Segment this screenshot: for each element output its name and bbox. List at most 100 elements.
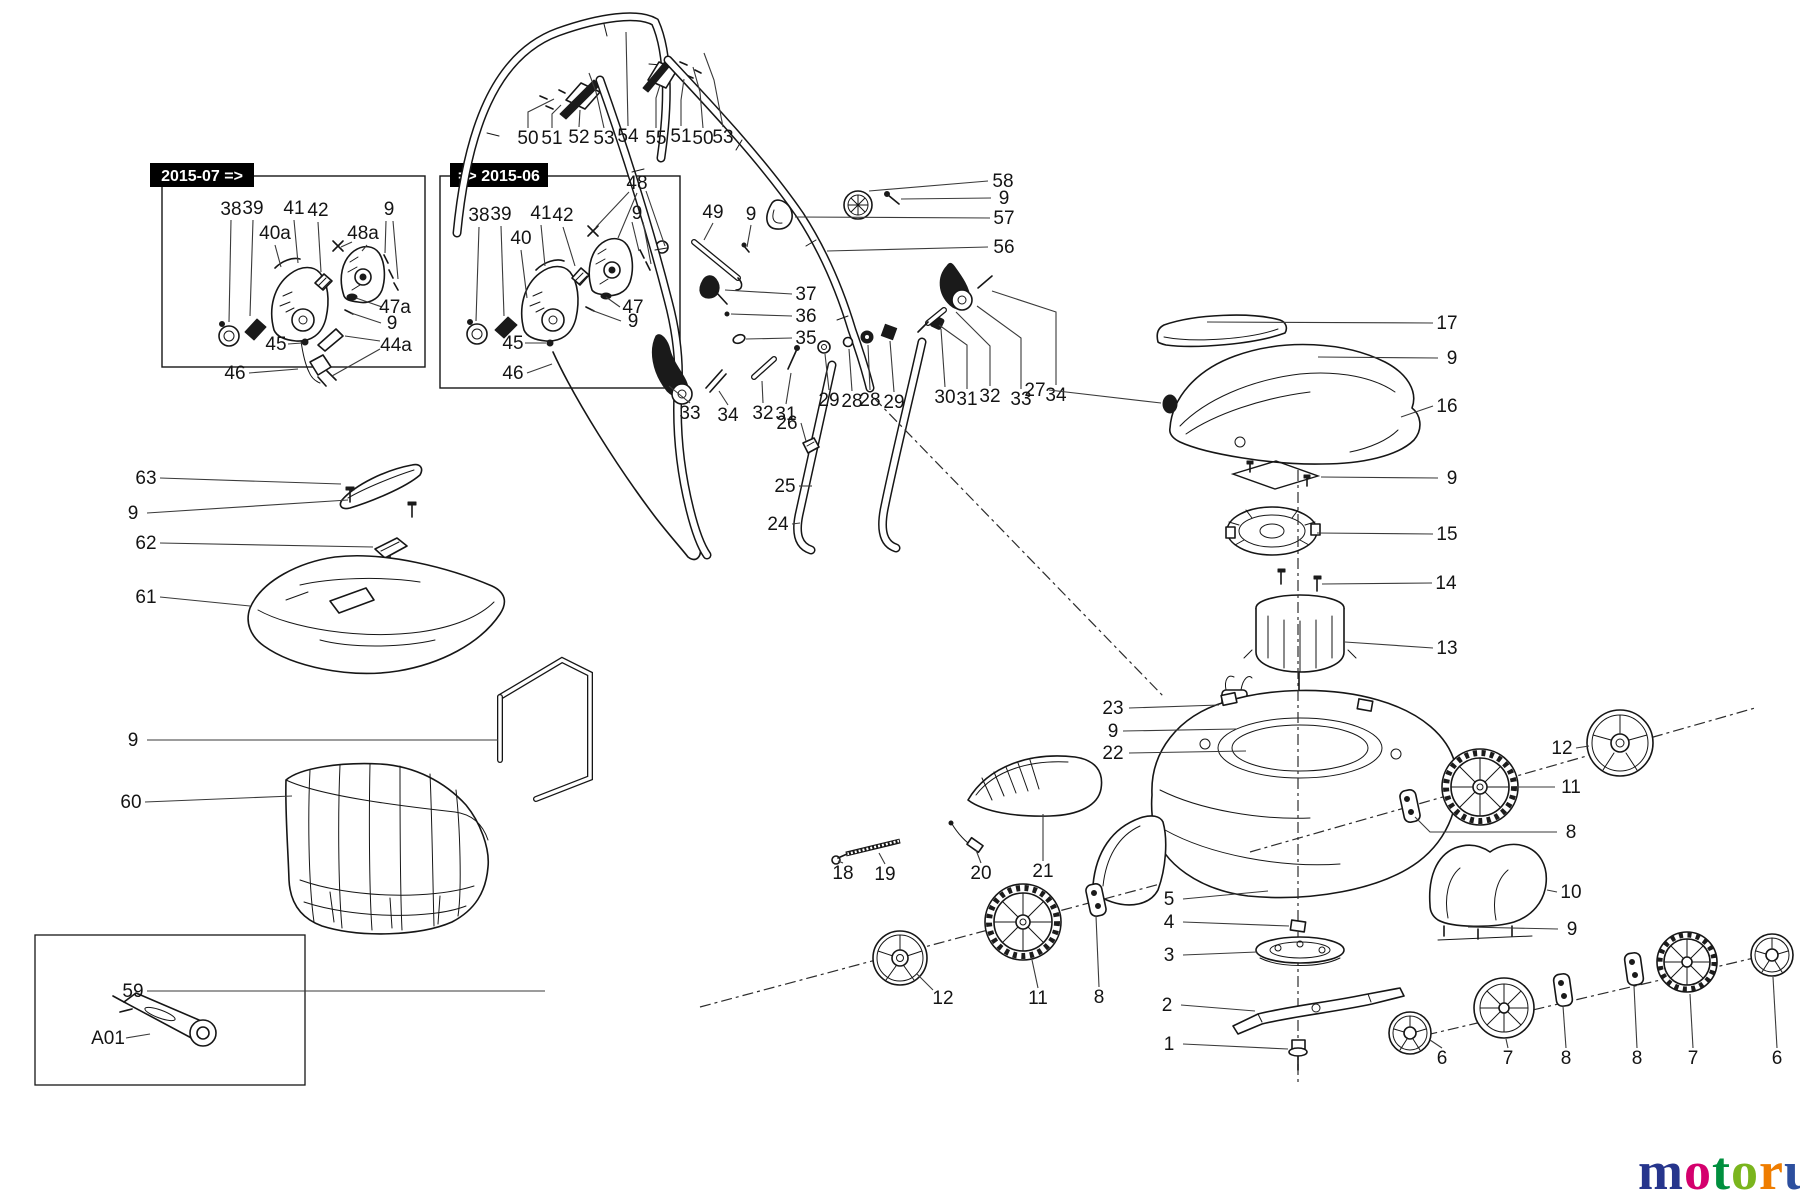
leader-line: [1344, 641, 1434, 649]
version-label-2015-07: 2015-07 =>: [161, 168, 243, 185]
part-number-label: 9: [999, 188, 1010, 209]
part-number-label: 41: [530, 203, 551, 224]
part-number-label: 40a: [259, 223, 291, 244]
watermark-letter: m: [1638, 1141, 1684, 1200]
leader-line: [1546, 889, 1558, 893]
leader-line: [159, 542, 374, 548]
part-number-label: 14: [1435, 573, 1457, 594]
leader-line: [144, 795, 293, 803]
leader-line: [1180, 1004, 1256, 1012]
part-number-label: A01: [91, 1028, 125, 1049]
part-number-label: 24: [767, 514, 789, 535]
catcher-top-drawing: [247, 554, 506, 675]
version-box-2015-06: => 2015-06: [439, 163, 681, 389]
part-number-label: 10: [1560, 882, 1581, 903]
part-number-label: 18: [832, 863, 853, 884]
wheel-hubcap-front-left-drawing: [872, 930, 928, 986]
leader-line: [761, 380, 764, 404]
leader-line: [745, 337, 793, 340]
leader-line: [249, 219, 254, 317]
part-number-label: 4: [1164, 912, 1175, 933]
part-number-label: 36: [795, 306, 816, 327]
part-number-label: 8: [1561, 1048, 1572, 1069]
motor-cover-drawing: [1169, 343, 1421, 465]
leader-line: [1575, 745, 1590, 749]
leader-line: [826, 246, 989, 252]
part-number-label: 57: [993, 208, 1014, 229]
part-number-label: 1: [1164, 1034, 1175, 1055]
fastener-row-drawing: [817, 315, 945, 354]
leader-line: [1182, 921, 1290, 927]
part-number-label: 25: [774, 476, 795, 497]
part-number-label: 29: [818, 390, 839, 411]
leader-line: [718, 390, 729, 406]
part-number-label: 26: [776, 413, 797, 434]
leader-line: [590, 309, 622, 322]
part-number-label: 9: [1447, 348, 1458, 369]
leader-line: [837, 860, 844, 864]
leader-line: [500, 225, 505, 317]
part-number-label: 45: [502, 333, 523, 354]
leader-line: [878, 852, 886, 865]
leader-line: [991, 290, 1057, 385]
leader-line: [1562, 1005, 1567, 1049]
part-number-label: 34: [717, 405, 739, 426]
watermark-word: motoruf: [1638, 1141, 1800, 1200]
grass-basket-drawing: [285, 762, 490, 935]
part-number-label: 9: [128, 503, 139, 524]
leader-line: [1429, 1039, 1443, 1049]
leader-line: [655, 84, 661, 128]
part-number-label: 46: [224, 363, 245, 384]
leader-line: [868, 180, 989, 192]
leader-line: [344, 335, 381, 342]
part-number-label: 9: [628, 311, 639, 332]
part-number-label: 48: [626, 173, 647, 194]
part-number-label: 33: [679, 403, 700, 424]
leader-line: [1505, 1038, 1509, 1049]
leader-line: [1128, 750, 1247, 754]
leader-line: [540, 224, 546, 267]
part-number-label: 30: [934, 387, 955, 408]
part-number-label: 47a: [379, 297, 411, 318]
part-number-label: 35: [795, 328, 816, 349]
leader-line: [287, 342, 303, 345]
part-number-label: 38: [220, 199, 241, 220]
leader-line: [791, 522, 801, 525]
brake-lever-left-drawing: [651, 275, 800, 405]
part-number-label: 17: [1436, 313, 1457, 334]
leader-line: [1414, 816, 1557, 833]
leader-line: [1320, 476, 1439, 479]
handle-clamp-left-drawing: [539, 79, 601, 120]
part-number-label: 11: [1028, 988, 1048, 1009]
leader-line: [361, 244, 368, 252]
part-number-label: 6: [1772, 1048, 1783, 1069]
part-number-label: 58: [992, 171, 1013, 192]
leader-line: [340, 241, 353, 248]
axle-bracket-bottom-left-drawing: [1552, 973, 1574, 1007]
leader-line: [889, 340, 895, 393]
handle-tube-right-drawing: [878, 337, 927, 553]
part-number-label: 32: [752, 403, 773, 424]
front-axle-centerline: [699, 883, 1161, 1008]
tool-box: [34, 934, 306, 1086]
part-number-label: 49: [702, 202, 723, 223]
leader-line: [940, 328, 946, 388]
catcher-frame-drawing: [497, 656, 593, 802]
leader-line: [631, 221, 640, 252]
part-number-label: 12: [932, 988, 953, 1009]
leader-line: [680, 78, 685, 126]
leader-line: [1772, 976, 1778, 1049]
leader-line: [1182, 1043, 1289, 1050]
leader-line: [317, 221, 322, 273]
part-number-label: 23: [1102, 698, 1123, 719]
leader-line: [703, 222, 714, 241]
watermark-letter: o: [1683, 1141, 1712, 1200]
catcher-lid-drawing: [339, 463, 423, 518]
part-number-label: 48a: [347, 223, 379, 244]
bottom-axle-centerline: [1404, 949, 1789, 1041]
part-number-label: 38: [468, 205, 489, 226]
leader-line: [350, 312, 382, 324]
part-number-label: 46: [502, 363, 523, 384]
switch-assembly-new-drawing: [466, 225, 669, 347]
